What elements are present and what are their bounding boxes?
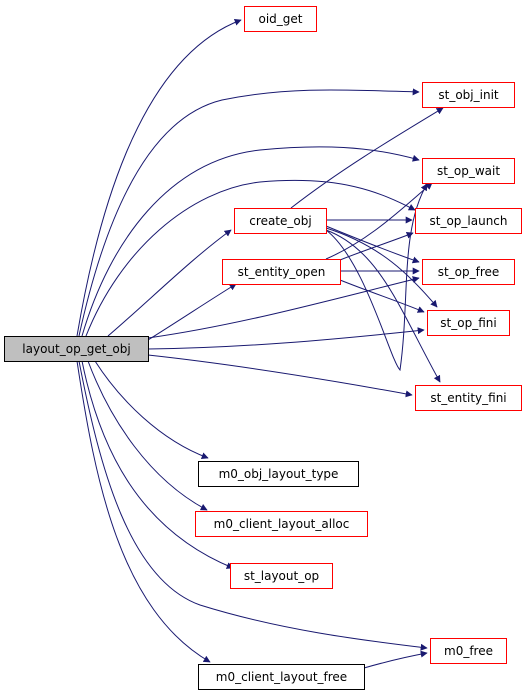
- node-st_layout_op[interactable]: st_layout_op: [230, 563, 333, 589]
- node-box-m0_client_layout_alloc[interactable]: [195, 511, 368, 537]
- edge-create_obj-to-st_op_fini: [325, 227, 438, 308]
- node-label-st_op_fini: st_op_fini: [440, 316, 496, 330]
- node-box-create_obj[interactable]: [234, 208, 327, 234]
- node-box-st_entity_fini[interactable]: [415, 385, 522, 411]
- edge-layout_op_get_obj-to-st_op_fini: [147, 327, 425, 350]
- edge-layout_op_get_obj-to-create_obj: [107, 229, 232, 337]
- node-oid_get[interactable]: oid_get: [244, 6, 317, 32]
- edge-create_obj-to-st_op_wait: [325, 183, 428, 372]
- nodes-layer: layout_op_get_obj oid_get st_obj_init st_op…: [4, 6, 522, 690]
- node-box-m0_free[interactable]: [430, 638, 507, 664]
- node-label-st_entity_fini: st_entity_fini: [430, 391, 506, 405]
- edge-st_entity_open-to-st_op_launch: [339, 232, 414, 261]
- node-box-st_layout_op[interactable]: [230, 563, 333, 589]
- node-label-layout_op_get_obj: layout_op_get_obj: [22, 342, 130, 356]
- node-box-oid_get[interactable]: [244, 6, 317, 32]
- node-st_obj_init[interactable]: st_obj_init: [422, 82, 515, 108]
- edge-layout_op_get_obj-to-st_op_free: [147, 276, 420, 339]
- edge-layout_op_get_obj-to-oid_get: [76, 18, 242, 337]
- node-box-m0_client_layout_free[interactable]: [198, 664, 365, 690]
- node-label-st_op_wait: st_op_wait: [437, 164, 500, 178]
- edge-create_obj-to-st_op_free: [325, 225, 420, 264]
- edge-layout_op_get_obj-to-st_layout_op: [81, 360, 234, 569]
- edge-layout_op_get_obj-to-m0_obj_layout_type: [94, 360, 209, 460]
- edge-layout_op_get_obj-to-st_op_wait: [81, 146, 420, 337]
- node-box-st_entity_open[interactable]: [222, 259, 341, 285]
- edge-layout_op_get_obj-to-m0_free: [78, 360, 428, 651]
- node-st_entity_open[interactable]: st_entity_open: [222, 259, 341, 285]
- node-m0_free[interactable]: m0_free: [430, 638, 507, 664]
- node-label-st_op_launch: st_op_launch: [429, 214, 507, 228]
- edge-st_entity_open-to-st_op_wait: [325, 182, 433, 260]
- edge-m0_client_layout_free-to-m0_free: [363, 650, 428, 669]
- node-box-st_op_wait[interactable]: [422, 158, 515, 184]
- edge-layout_op_get_obj-to-st_entity_open: [147, 283, 237, 341]
- node-box-st_op_free[interactable]: [422, 259, 515, 285]
- node-label-st_entity_open: st_entity_open: [238, 265, 326, 279]
- node-st_op_launch[interactable]: st_op_launch: [415, 208, 522, 234]
- node-box-st_op_fini[interactable]: [427, 310, 510, 336]
- node-label-st_layout_op: st_layout_op: [244, 569, 319, 583]
- edges-layer: [76, 18, 444, 669]
- node-st_op_wait[interactable]: st_op_wait: [422, 158, 515, 184]
- node-label-m0_client_layout_free: m0_client_layout_free: [216, 670, 347, 684]
- node-m0_obj_layout_type[interactable]: m0_obj_layout_type: [198, 461, 359, 487]
- node-st_entity_fini[interactable]: st_entity_fini: [415, 385, 522, 411]
- edge-layout_op_get_obj-to-st_entity_fini: [147, 354, 413, 398]
- edge-layout_op_get_obj-to-m0_client_layout_alloc: [87, 360, 208, 511]
- node-m0_client_layout_free[interactable]: m0_client_layout_free: [198, 664, 365, 690]
- node-label-oid_get: oid_get: [259, 12, 303, 26]
- node-label-st_op_free: st_op_free: [438, 265, 500, 279]
- node-label-st_obj_init: st_obj_init: [438, 88, 499, 102]
- node-m0_client_layout_alloc[interactable]: m0_client_layout_alloc: [195, 511, 368, 537]
- node-label-create_obj: create_obj: [249, 214, 311, 228]
- edge-st_entity_open-to-st_op_fini: [339, 279, 425, 313]
- edge-create_obj-to-st_obj_init: [290, 107, 444, 209]
- node-label-m0_free: m0_free: [444, 644, 493, 658]
- node-st_op_free[interactable]: st_op_free: [422, 259, 515, 285]
- edge-create_obj-to-st_entity_fini: [325, 229, 441, 383]
- node-box-m0_obj_layout_type[interactable]: [198, 461, 359, 487]
- edge-layout_op_get_obj-to-m0_client_layout_free: [76, 360, 211, 663]
- node-box-st_op_launch[interactable]: [415, 208, 522, 234]
- node-label-m0_obj_layout_type: m0_obj_layout_type: [219, 467, 339, 481]
- node-label-m0_client_layout_alloc: m0_client_layout_alloc: [214, 517, 350, 531]
- node-box-st_obj_init[interactable]: [422, 82, 515, 108]
- node-layout_op_get_obj[interactable]: layout_op_get_obj: [4, 336, 149, 362]
- edge-layout_op_get_obj-to-st_op_launch: [85, 179, 416, 337]
- node-create_obj[interactable]: create_obj: [234, 208, 327, 234]
- node-st_op_fini[interactable]: st_op_fini: [427, 310, 510, 336]
- node-box-layout_op_get_obj[interactable]: [4, 336, 149, 362]
- edge-layout_op_get_obj-to-st_obj_init: [78, 88, 420, 337]
